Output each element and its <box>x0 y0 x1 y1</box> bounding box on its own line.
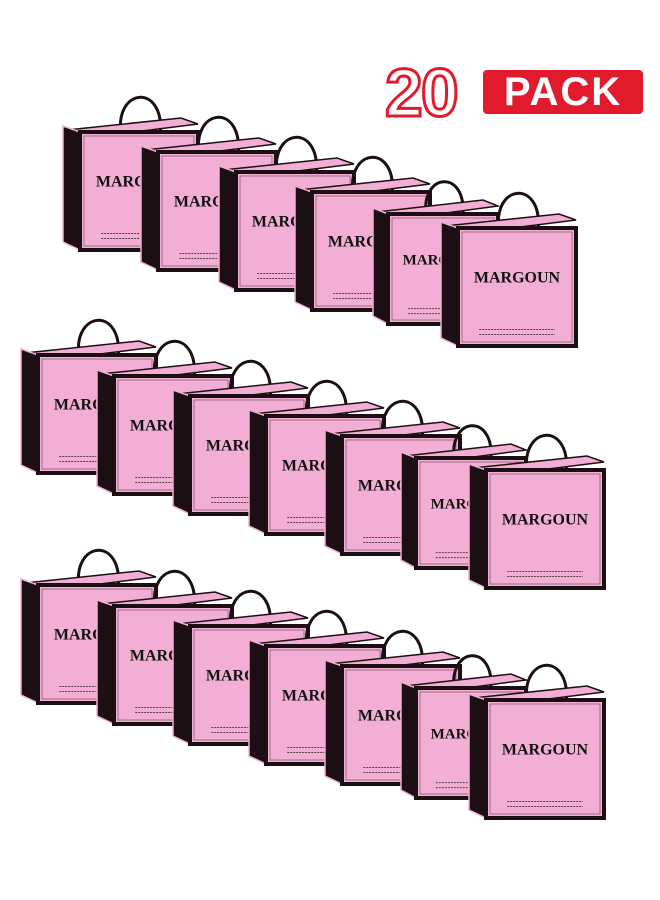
bag-handle <box>228 359 272 401</box>
bag-side <box>140 144 159 272</box>
bag-brand-text: MARGOUN <box>502 511 589 528</box>
bag-trim <box>489 703 601 815</box>
bag-side <box>324 428 343 556</box>
bag-handle <box>76 548 120 590</box>
bag-side <box>248 638 267 766</box>
bag-brand-text: MARGOUN <box>474 269 561 286</box>
bag-side <box>468 462 487 590</box>
bag-side <box>172 388 191 516</box>
bag-side <box>400 680 417 800</box>
bag-side <box>440 220 459 348</box>
bag-side <box>172 618 191 746</box>
bag-side <box>400 450 417 570</box>
bag-side <box>372 206 389 326</box>
bag-handle <box>118 95 162 137</box>
bag-handle <box>524 433 568 475</box>
bag-side <box>62 124 81 252</box>
bag-side <box>96 598 115 726</box>
bag-trim <box>461 231 573 343</box>
bag-side <box>468 692 487 820</box>
bag-front <box>484 468 606 590</box>
bag-side <box>218 164 237 292</box>
bag-front <box>456 226 578 348</box>
bag-side <box>20 347 39 475</box>
bag-handle <box>274 135 318 177</box>
pack-badge: 20 PACK <box>384 55 647 131</box>
bag-brand-text: MARGOUN <box>502 741 589 758</box>
pack-count: 20 <box>384 55 461 131</box>
bag-side <box>324 658 343 786</box>
bag-front <box>484 698 606 820</box>
pack-label: PACK <box>483 70 643 114</box>
bag-side <box>248 408 267 536</box>
bag-side <box>96 368 115 496</box>
bag-handle <box>380 629 424 671</box>
bag-handle <box>304 379 348 421</box>
bag-handle <box>76 318 120 360</box>
bag-handle <box>350 155 394 197</box>
bag-handle <box>196 115 240 157</box>
bag-side <box>20 577 39 705</box>
bag-handle <box>152 569 196 611</box>
bag-handle <box>496 191 540 233</box>
shopping-bag: MARGOUN <box>468 433 606 590</box>
bag-handle <box>524 663 568 705</box>
bag-handle <box>380 399 424 441</box>
shopping-bag: MARGOUN <box>468 663 606 820</box>
bag-handle <box>304 609 348 651</box>
bag-handle <box>152 339 196 381</box>
bag-handle <box>228 589 272 631</box>
bag-side <box>294 184 313 312</box>
shopping-bag: MARGOUN <box>440 191 578 348</box>
bag-trim <box>489 473 601 585</box>
